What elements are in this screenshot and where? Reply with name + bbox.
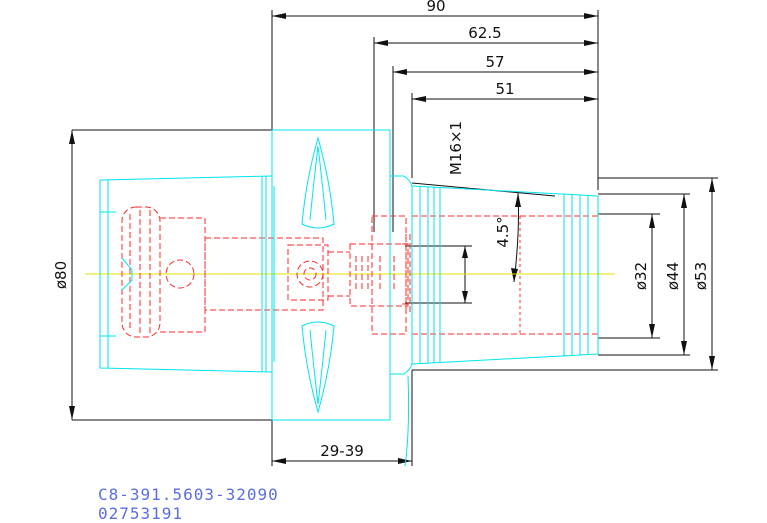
part-code-line-1: C8-391.5603-32090 <box>98 485 279 504</box>
dim-range-29-39: 29-39 <box>320 442 364 460</box>
dim-length-57: 57 <box>485 53 504 71</box>
dim-taper-angle: 4.5° <box>494 216 512 247</box>
dim-diameter-80: ø80 <box>52 261 70 289</box>
dim-diameter-44: ø44 <box>664 262 682 290</box>
tool-holder-outline <box>99 129 599 467</box>
dim-diameter-32: ø32 <box>632 262 650 290</box>
dim-diameter-53: ø53 <box>692 262 710 290</box>
part-code-line-2: 02753191 <box>98 504 184 523</box>
dim-length-total: 90 <box>426 0 445 15</box>
dimension-arrowheads <box>69 13 715 464</box>
dim-length-62-5: 62.5 <box>468 24 501 42</box>
dimension-lines <box>71 10 718 466</box>
hidden-lines <box>121 206 598 338</box>
dim-thread: M16×1 <box>447 121 465 175</box>
dim-length-51: 51 <box>495 80 514 98</box>
